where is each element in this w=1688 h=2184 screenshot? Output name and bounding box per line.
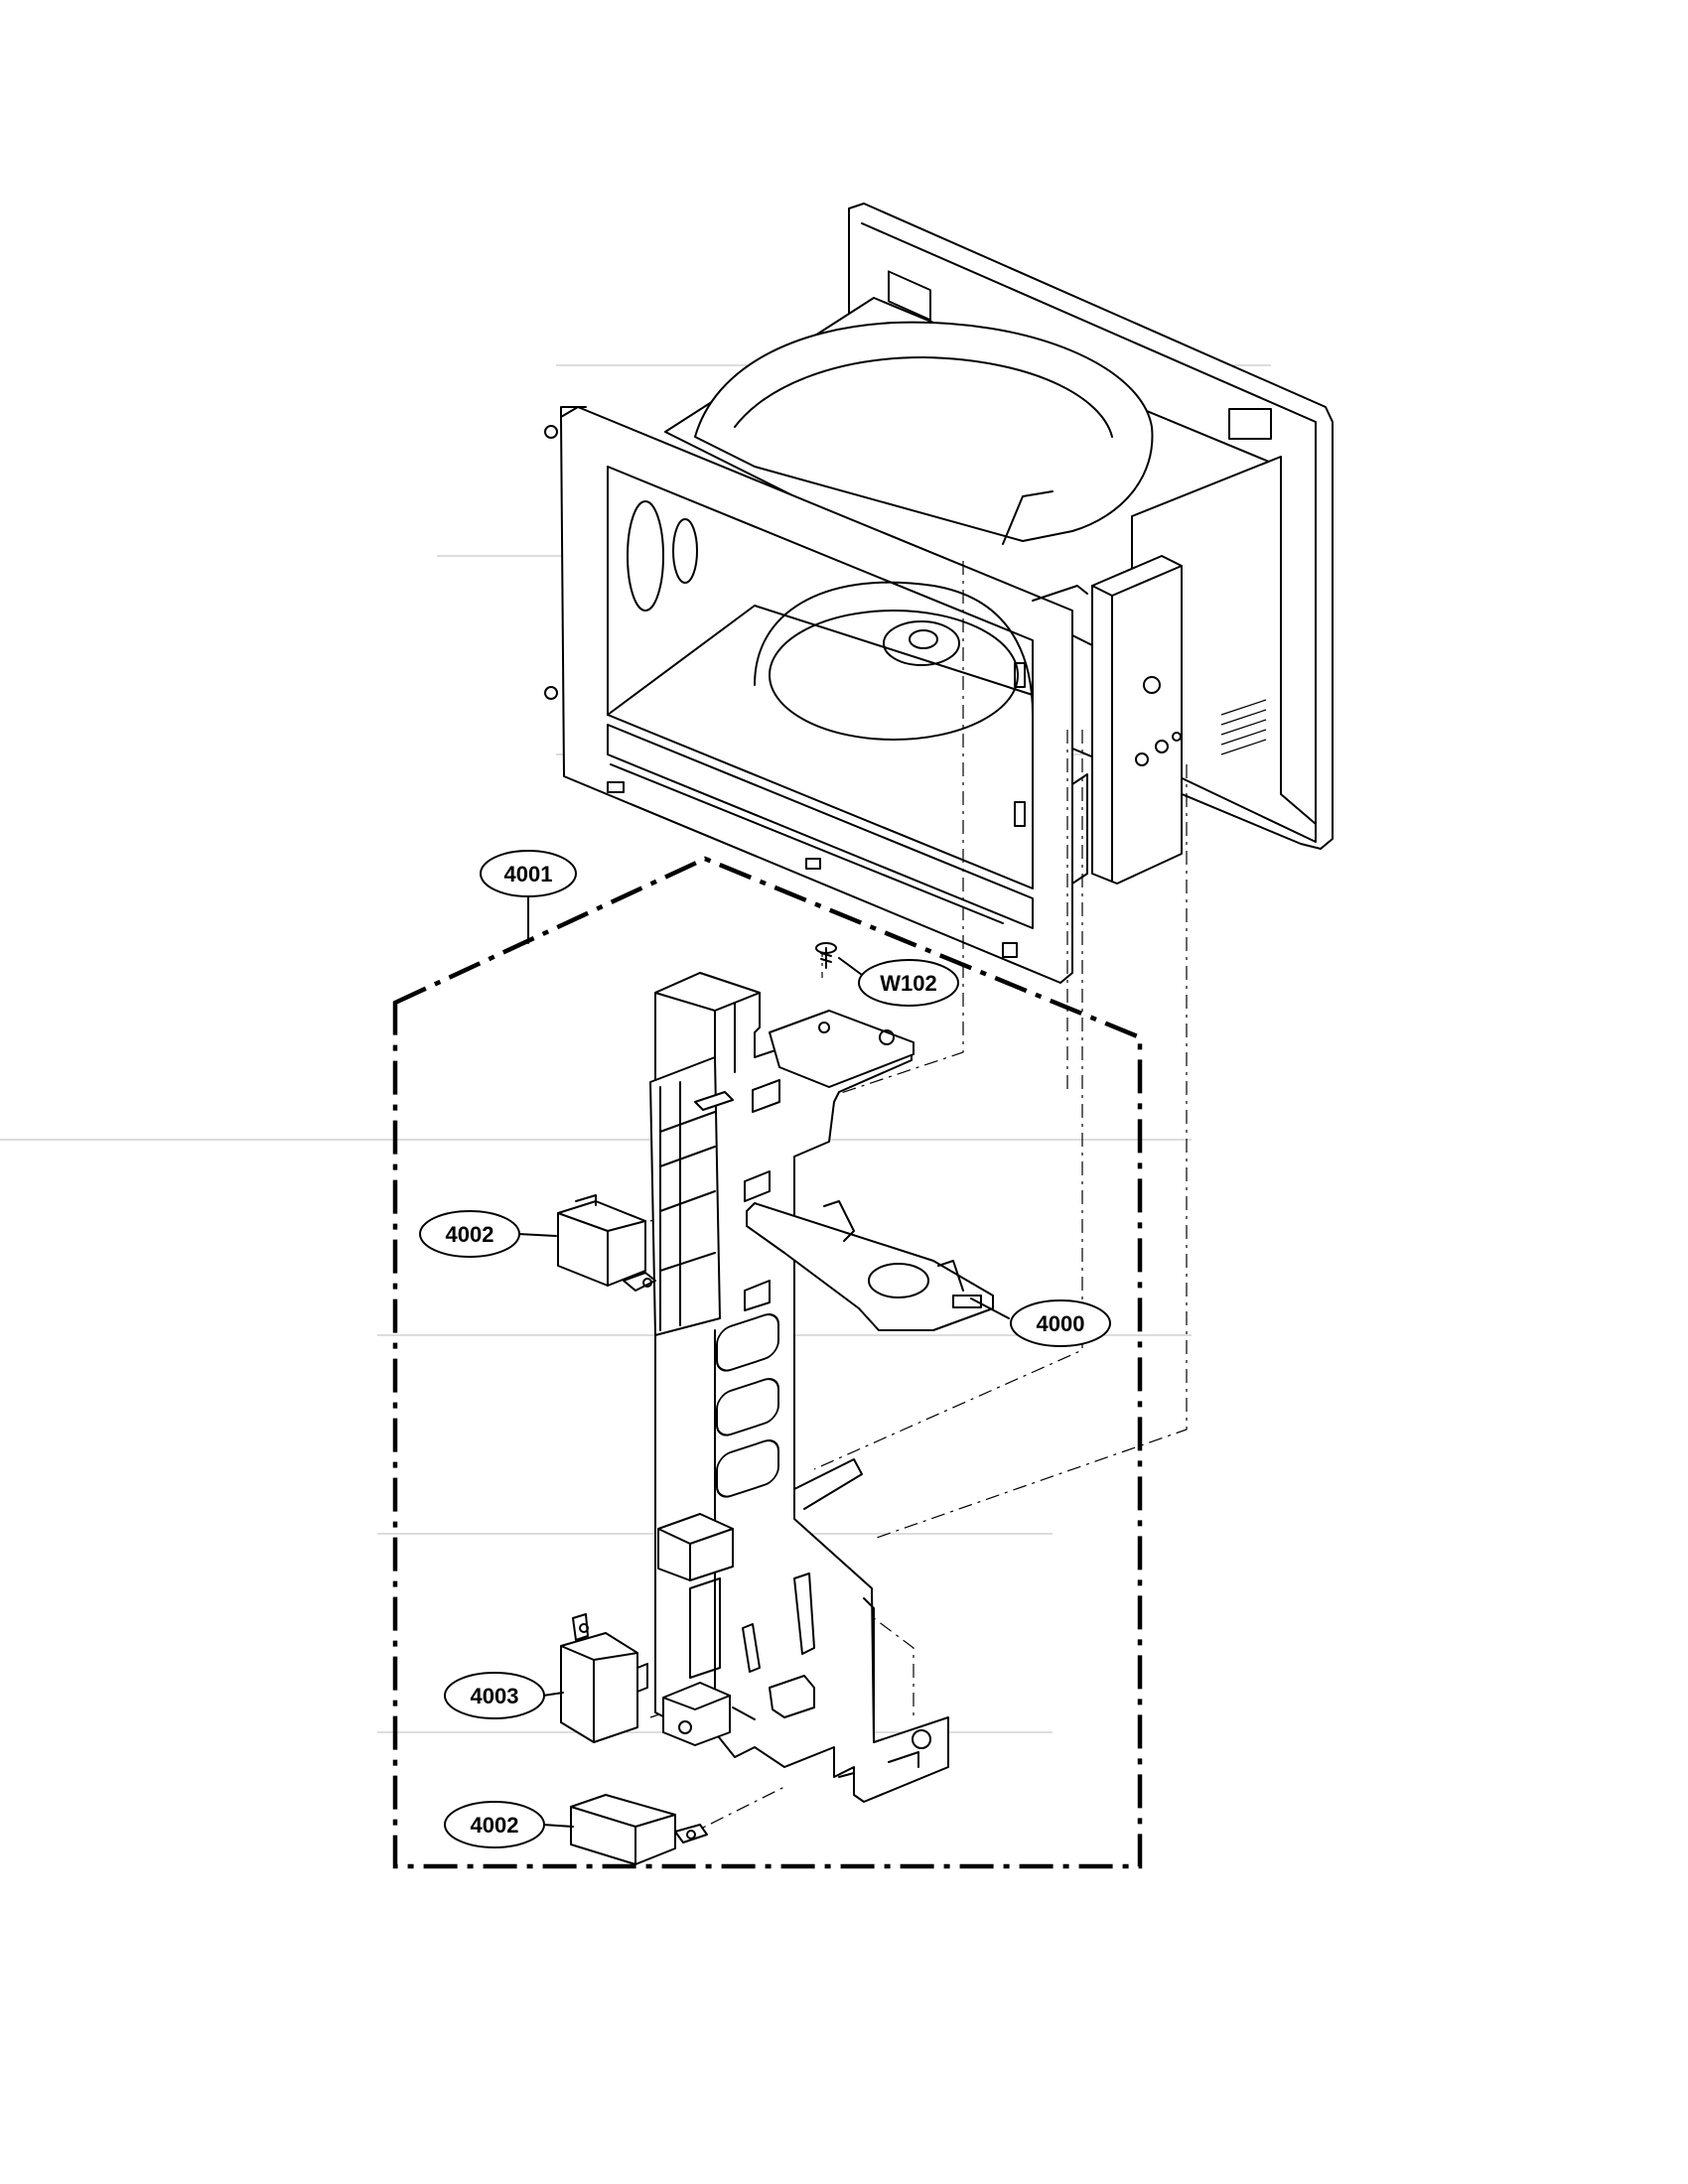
switch-4002-upper (557, 1194, 656, 1292)
callout-w102-label: W102 (880, 971, 936, 996)
callout-4003: 4003 (444, 1672, 564, 1719)
turntable-plate (769, 610, 1019, 741)
turntable-outer (754, 581, 1034, 716)
callout-4000: 4000 (970, 1297, 1111, 1347)
vent-slots (1220, 699, 1267, 755)
callout-4002-lower: 4002 (444, 1801, 574, 1848)
callout-4000-label: 4000 (1037, 1311, 1085, 1336)
callout-4001-label: 4001 (504, 862, 553, 887)
microwave-cavity-assembly (544, 203, 1334, 984)
callout-w102: W102 (838, 957, 959, 1007)
latch-plate (769, 1010, 914, 1088)
callout-4002-upper: 4002 (419, 1210, 557, 1258)
assembly-4001-boundary (392, 856, 1143, 1869)
switch-4002-lower (570, 1794, 708, 1865)
callout-4002-lower-label: 4002 (471, 1813, 519, 1838)
callout-4003-label: 4003 (471, 1684, 519, 1708)
switch-4003 (560, 1613, 648, 1743)
control-box (1091, 555, 1183, 885)
callout-4001: 4001 (480, 850, 577, 944)
screw-w102 (815, 942, 837, 969)
callout-4002-upper-label: 4002 (446, 1222, 494, 1247)
turntable-center (883, 620, 960, 666)
part-4000-latch (746, 1200, 994, 1331)
interlock-bracket (649, 972, 949, 1803)
